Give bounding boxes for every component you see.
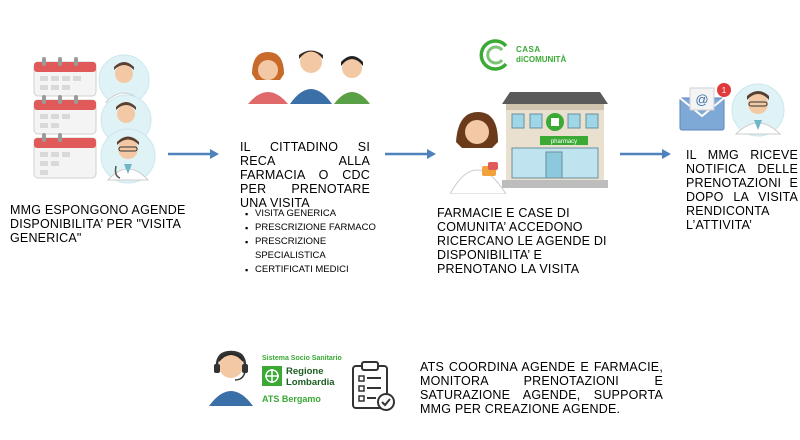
ats-caption: ATS COORDINA AGENDE E FARMACIE, MONITORA… xyxy=(420,360,663,416)
casa-di-comunita-logo: CASA diCOMUNITÀ xyxy=(478,38,588,72)
comunita-label: diCOMUNITÀ xyxy=(516,55,567,64)
people-group-icon xyxy=(248,50,370,104)
regione-lombardia-logo: Sistema Socio Sanitario Regione Lombardi… xyxy=(258,354,350,410)
pharmacy-caption: FARMACIE E CASE DI COMUNITA’ ACCEDONO RI… xyxy=(437,206,607,276)
region-name-1: Regione xyxy=(286,366,324,377)
citizen-options-list: VISITA GENERICA PRESCRIZIONE FARMACO PRE… xyxy=(243,207,393,277)
mmg-notify-caption: IL MMG RICEVE NOTIFICA DELLE PRENOTAZION… xyxy=(686,148,798,232)
list-item: CERTIFICATI MEDICI xyxy=(243,263,393,277)
citizen-caption: IL CITTADINO SI RECA ALLA FARMACIA O CDC… xyxy=(240,140,370,210)
list-item: PRESCRIZIONE SPECIALISTICA xyxy=(243,235,393,263)
sss-label: Sistema Socio Sanitario xyxy=(262,355,342,362)
flow-arrow-2 xyxy=(385,147,437,161)
casa-comunita-icon xyxy=(479,39,508,71)
citizens-illustration xyxy=(246,46,376,106)
ats-name: ATS Bergamo xyxy=(262,394,321,404)
casa-label: CASA xyxy=(516,45,541,54)
mmg-doctor-avatar xyxy=(730,82,786,138)
pharmacy-illustration: pharmacy xyxy=(449,82,615,195)
list-item: PRESCRIZIONE FARMACO xyxy=(243,221,393,235)
calendar-stack-icon xyxy=(33,54,156,184)
doctor-icon xyxy=(731,83,785,137)
checklist-icon xyxy=(350,360,396,412)
notification-count: 1 xyxy=(722,86,727,95)
flow-arrow-3 xyxy=(620,147,672,161)
pharmacy-building-icon: pharmacy xyxy=(449,92,608,195)
pharmacy-sign-text: pharmacy xyxy=(551,139,577,145)
list-item: VISITA GENERICA xyxy=(243,207,393,221)
mmg-publish-caption: MMG ESPONGONO AGENDE DISPONIBILITA’ PER … xyxy=(10,203,186,245)
email-notification-icon: @ 1 xyxy=(676,82,736,134)
lombardia-rose-icon xyxy=(262,366,282,386)
svg-text:@: @ xyxy=(695,92,708,107)
mmg-calendar-illustration xyxy=(28,52,158,184)
call-center-operator-icon xyxy=(205,348,257,406)
flow-arrow-1 xyxy=(168,147,220,161)
region-name-2: Lombardia xyxy=(286,377,335,388)
